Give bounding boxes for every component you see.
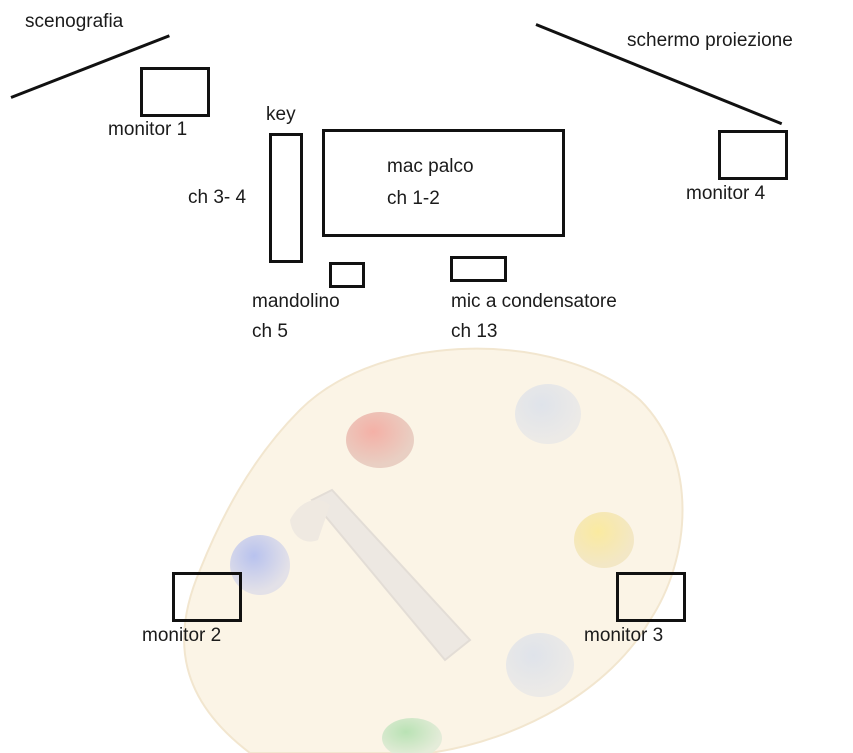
- monitor-4-label: monitor 4: [686, 183, 766, 204]
- scenografia-label: scenografia: [25, 11, 124, 32]
- monitor-3-box: [616, 572, 686, 622]
- mac-palco-box: [322, 129, 565, 237]
- monitor-1-box: [140, 67, 210, 117]
- key-label: key: [266, 104, 296, 125]
- keyboard-box: [269, 133, 303, 263]
- monitor-2-label: monitor 2: [142, 625, 222, 646]
- mandolino-channel-label: ch 5: [252, 321, 288, 342]
- monitor-2-box: [172, 572, 242, 622]
- mic-label: mic a condensatore: [451, 291, 617, 312]
- monitor-3-label: monitor 3: [584, 625, 664, 646]
- condenser-mic-box: [450, 256, 507, 282]
- mandolino-label: mandolino: [252, 291, 340, 312]
- mac-palco-label: mac palco: [387, 156, 474, 177]
- key-channel-label: ch 3- 4: [188, 187, 247, 208]
- monitor-1-label: monitor 1: [108, 119, 188, 140]
- schermo-proiezione-label: schermo proiezione: [627, 30, 793, 51]
- mic-channel-label: ch 13: [451, 321, 498, 342]
- mac-channel-label: ch 1-2: [387, 188, 440, 209]
- mandolino-box: [329, 262, 365, 288]
- monitor-4-box: [718, 130, 788, 180]
